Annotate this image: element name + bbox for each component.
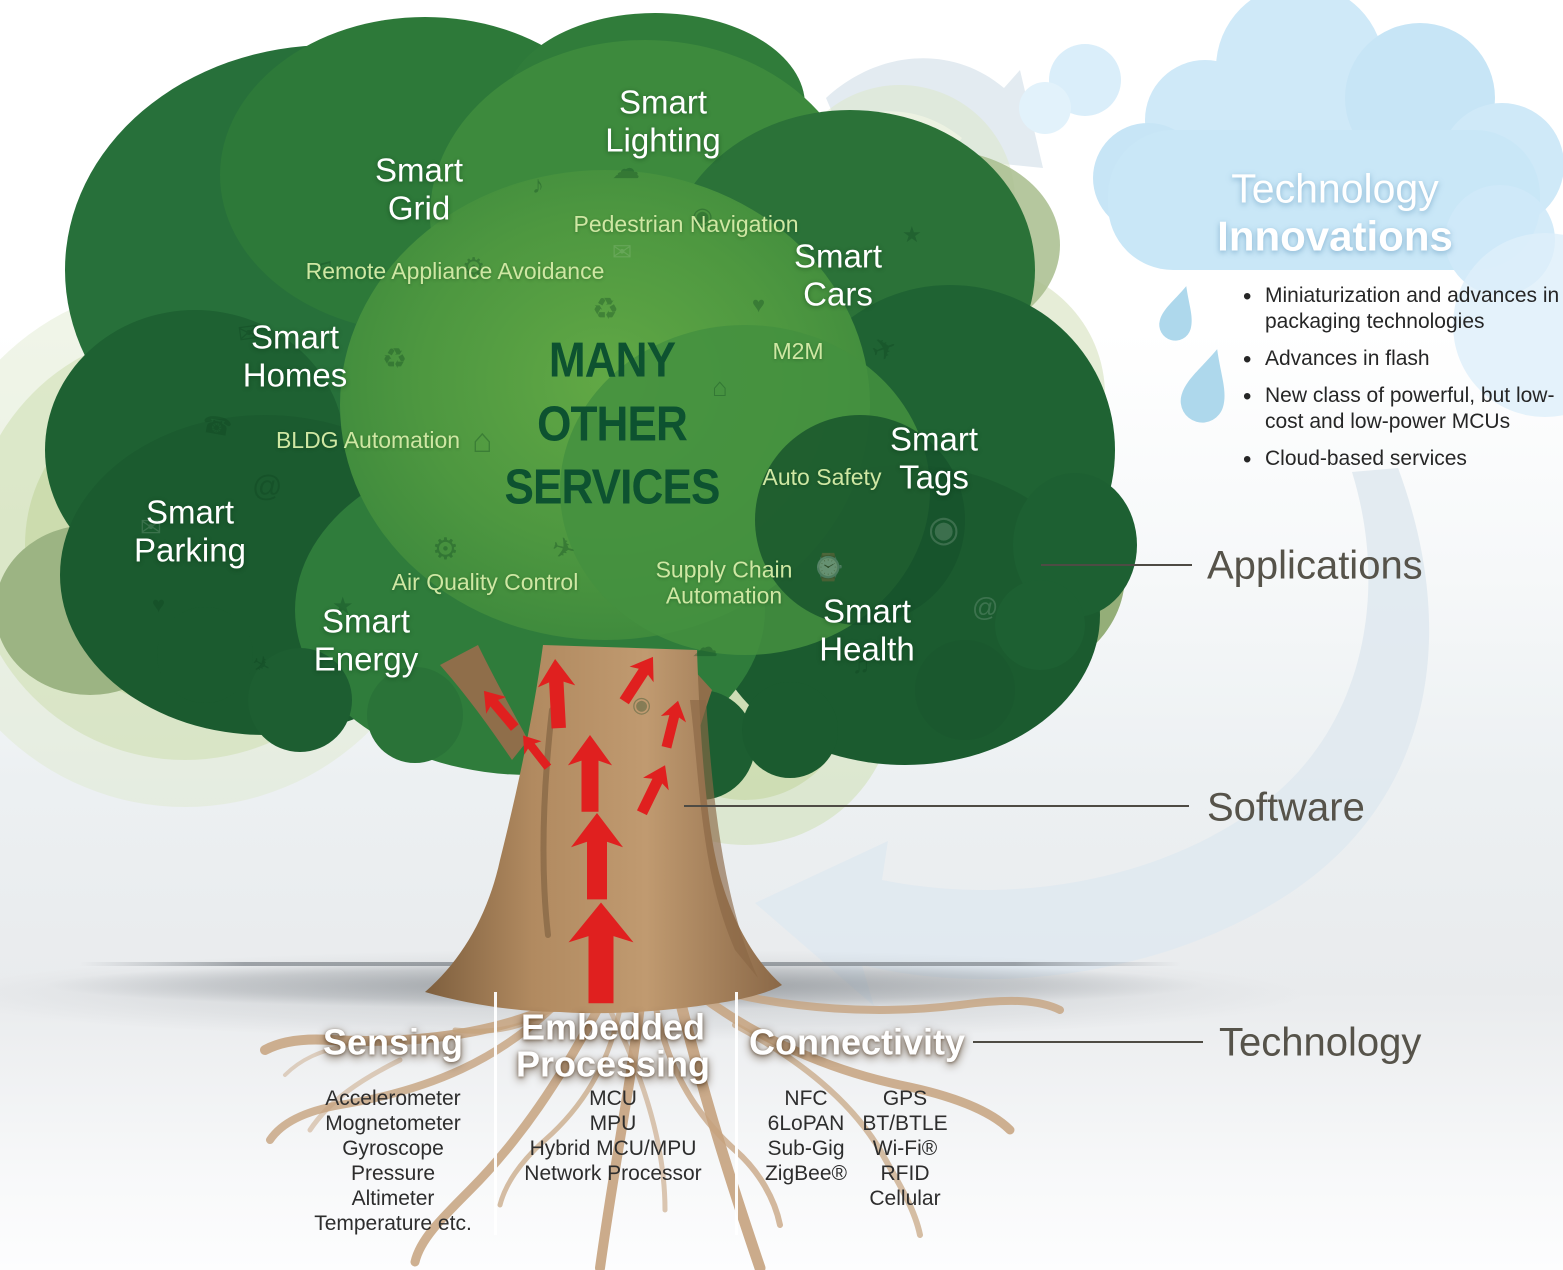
- sensing-item: Accelerometer: [325, 1087, 461, 1110]
- connectivity-item: ZigBee®: [764, 1162, 847, 1185]
- innovation-bullet: Advances in flash: [1243, 345, 1561, 375]
- connectivity-list-col1: NFC 6LoPAN Sub-Gig ZigBee®: [751, 1086, 861, 1186]
- connectivity-title: Connectivity: [748, 1021, 966, 1063]
- embedded-item: Hybrid MCU/MPU: [529, 1137, 697, 1160]
- software-connector-line: [684, 805, 1189, 807]
- canopy-label-auto-safety: Auto Safety: [762, 463, 882, 490]
- connectivity-item: Wi-Fi®: [872, 1137, 938, 1160]
- sensing-item: Altimeter: [351, 1187, 435, 1210]
- canopy-label-smart-energy: Smart Energy: [313, 602, 419, 678]
- applications-connector-line: [1041, 564, 1192, 566]
- sensing-list: Accelerometer Mognetometer Gyroscope Pre…: [278, 1086, 508, 1236]
- canopy-label-smart-homes: Smart Homes: [242, 318, 348, 394]
- canopy-label-smart-parking: Smart Parking: [134, 493, 246, 569]
- connectivity-item: GPS: [882, 1087, 928, 1110]
- software-label: Software: [1207, 785, 1365, 830]
- embedded-processing-list: MCU MPU Hybrid MCU/MPU Network Processor: [493, 1086, 733, 1186]
- canopy-label-pedestrian-navigation: Pedestrian Navigation: [573, 210, 799, 237]
- applications-label: Applications: [1207, 543, 1423, 588]
- connectivity-list-col2: GPS BT/BTLE Wi-Fi® RFID Cellular: [850, 1086, 960, 1211]
- connectivity-item: Sub-Gig: [767, 1137, 845, 1160]
- roots: [260, 984, 1064, 1270]
- embedded-item: MCU: [589, 1087, 637, 1110]
- cloud-title-line1: Technology: [1231, 165, 1439, 212]
- root-section-divider: [494, 992, 497, 1235]
- embedded-processing-title: Embedded Processing: [515, 1006, 711, 1084]
- innovation-bullet: Miniaturization and advances in packagin…: [1243, 282, 1561, 335]
- connectivity-item: BT/BTLE: [862, 1112, 948, 1135]
- innovation-bullet: New class of powerful, but low-cost and …: [1243, 382, 1561, 435]
- technology-connector-line: [973, 1041, 1203, 1043]
- root-section-divider: [735, 992, 738, 1235]
- connectivity-item: NFC: [784, 1087, 828, 1110]
- canopy-label-m2m: M2M: [772, 337, 824, 364]
- water-drops: [1155, 281, 1238, 428]
- tree-canopy: [45, 13, 1137, 800]
- technology-label: Technology: [1219, 1020, 1422, 1065]
- connectivity-item: 6LoPAN: [767, 1112, 845, 1135]
- sensing-item: Pressure: [350, 1162, 436, 1185]
- canopy-label-smart-cars: Smart Cars: [793, 237, 882, 313]
- connectivity-item: RFID: [880, 1162, 930, 1185]
- canopy-label-air-quality-control: Air Quality Control: [391, 568, 579, 595]
- canopy-label-smart-grid: Smart Grid: [374, 151, 463, 227]
- cloud-title-line2: Innovations: [1217, 212, 1453, 260]
- innovation-bullet: Cloud-based services: [1243, 445, 1561, 475]
- embedded-item: MPU: [589, 1112, 637, 1135]
- canopy-label-smart-tags: Smart Tags: [889, 420, 978, 496]
- sensing-item: Mognetometer: [325, 1112, 461, 1135]
- canopy-label-bldg-automation: BLDG Automation: [275, 426, 461, 453]
- swoosh-arrow-right-icon: [755, 468, 1430, 1006]
- connectivity-item: Cellular: [869, 1187, 941, 1210]
- canopy-label-smart-health: Smart Health: [819, 592, 915, 668]
- sensing-title: Sensing: [322, 1021, 464, 1063]
- canopy-label-supply-chain-automation: Supply Chain Automation: [655, 556, 793, 609]
- embedded-item: Network Processor: [524, 1162, 702, 1185]
- sensing-item: Temperature etc.: [314, 1212, 472, 1235]
- cloud-title: Technology Innovations: [1125, 165, 1545, 260]
- canopy-label-remote-appliance-avoidance: Remote Appliance Avoidance: [305, 257, 605, 284]
- water-drop-icon: [1155, 281, 1202, 345]
- water-drop-icon: [1175, 343, 1238, 428]
- innovation-bullet-list: Miniaturization and advances in packagin…: [1243, 282, 1561, 483]
- canopy-label-smart-lighting: Smart Lighting: [605, 83, 721, 159]
- sensing-item: Gyroscope: [342, 1137, 444, 1160]
- canopy-center-label: MANY OTHER SERVICES: [504, 333, 720, 515]
